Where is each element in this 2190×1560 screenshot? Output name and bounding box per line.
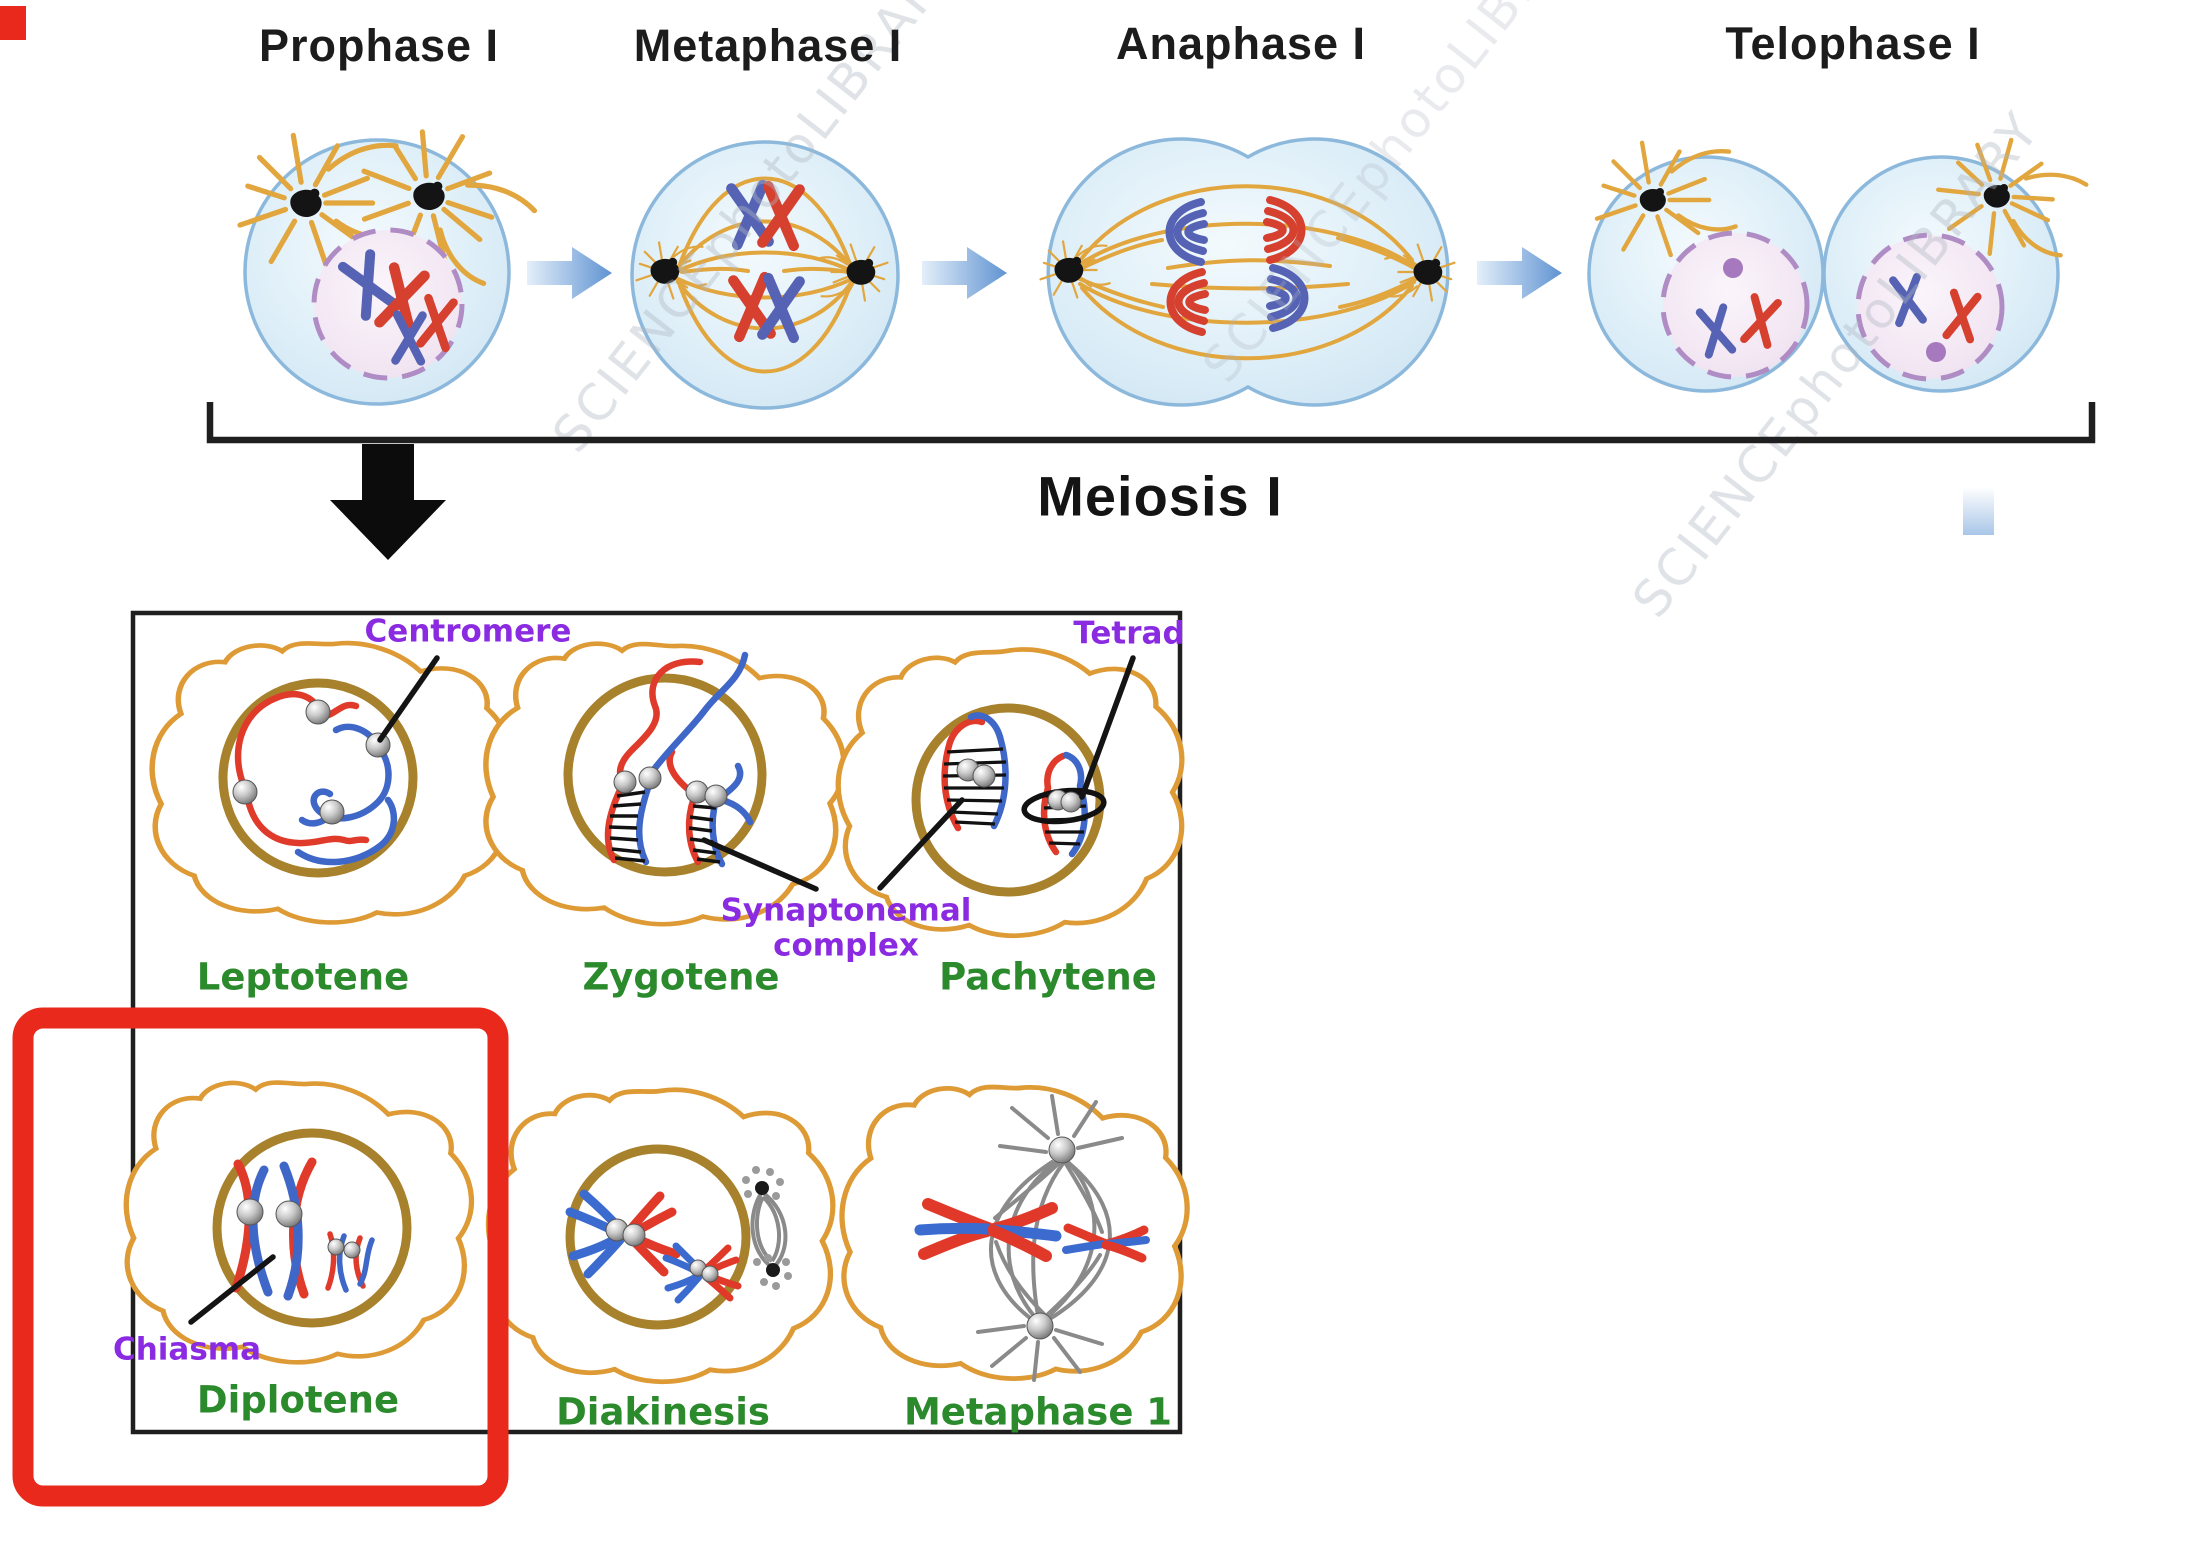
centromere-spheres [956,758,1082,813]
meiosis1-bracket [206,402,2096,444]
nucleolus-dot [1926,342,1946,362]
leptotene-cell-illustration [152,643,510,922]
prophase1-cell-illustration [240,102,547,406]
right-arrow-icon [1477,247,1562,299]
centromere-spheres [236,1198,361,1259]
stage-label-metaphase1: Metaphase 1 [903,1390,1173,1434]
centromere-pointer-line [377,655,440,743]
meiosis1-section-label: Meiosis I [1037,464,1283,528]
forming-spindle [750,1190,788,1270]
synaptonemal-ladder-rungs [608,790,721,864]
phase-title-anaphase1: Anaphase I [1115,17,1367,69]
stage-label-pachytene: Pachytene [939,955,1157,999]
synaptonemal-label-line1: Synaptonemal [720,892,972,929]
phase-title-metaphase1: Metaphase I [633,19,903,71]
pachytene-cell-illustration [829,639,1193,948]
pole-aster-dots [742,1166,792,1290]
annotation-chiasma: Chiasma [112,1331,262,1368]
stage-label-diplotene: Diplotene [196,1378,400,1422]
corner-red-mark [0,6,26,40]
synaptonemal-pointer-line-pachytene [877,797,965,891]
annotation-synaptonemal-complex: Synaptonemal complex [721,893,972,962]
metaphase1-detail-cell-illustration [839,1084,1189,1381]
phase-title-prophase1: Prophase I [258,19,500,71]
nucleolus-dot [1723,258,1743,278]
centromere-spheres [232,699,391,825]
annotation-tetrad: Tetrad [1073,615,1185,652]
telophase1-cells-illustration [1587,121,2096,393]
right-arrow-icon [527,247,612,299]
chiasma-pointer-line [188,1254,276,1325]
down-arrow-icon [330,444,446,560]
phase-title-telophase1: Telophase I [1725,17,1981,69]
centromere-spheres [613,766,728,808]
right-arrow-icon [922,247,1007,299]
synaptonemal-pointer-line-zygotene [701,837,819,892]
tetrad-pointer-line [1079,655,1136,800]
diplotene-cell-illustration [121,1077,475,1368]
metaphase1-cell-illustration [630,140,900,410]
spindle-pole-spheres [1026,1136,1076,1340]
blue-gradient-fragment [1963,487,1994,535]
annotation-pointer-lines [188,655,1136,1325]
diplotene-highlight-box [12,1007,509,1507]
stage-label-zygotene: Zygotene [582,955,780,999]
stage-label-leptotene: Leptotene [196,955,410,999]
annotation-centromere: Centromere [364,613,572,650]
spindle-pole-dots [755,1181,780,1277]
anaphase1-cell-illustration [1039,137,1456,407]
centromere-spheres [605,1218,719,1283]
stage-label-diakinesis: Diakinesis [556,1390,770,1434]
zygotene-cell-illustration [478,636,850,934]
diakinesis-cell-illustration [484,1084,839,1387]
synaptonemal-label-line2: complex [773,927,919,963]
